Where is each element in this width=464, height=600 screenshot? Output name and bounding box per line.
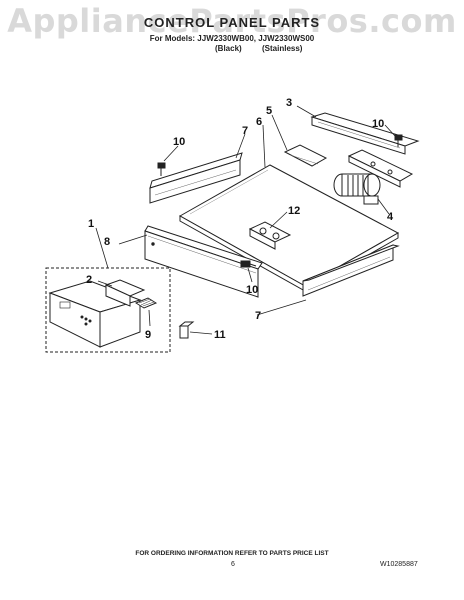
callout-6: 6 bbox=[256, 116, 262, 128]
part-mounting-bracket bbox=[283, 112, 420, 167]
part-fan-bracket bbox=[347, 149, 414, 188]
variant-black-label: (Black) bbox=[215, 44, 242, 53]
part-front-trim bbox=[144, 225, 263, 298]
callout-10-front: 10 bbox=[246, 284, 258, 296]
part-side-rail-left bbox=[149, 152, 243, 204]
watermark-logo: AppliancePartsPros.com bbox=[7, 2, 457, 40]
callout-10-right: 10 bbox=[372, 118, 384, 130]
model-list: For Models: JJW2330WB00, JJW2330WS00 bbox=[149, 34, 315, 43]
part-screw-left bbox=[157, 162, 166, 176]
callout-9: 9 bbox=[145, 329, 151, 341]
part-side-rail-right bbox=[302, 244, 400, 297]
page-title: CONTROL PANEL PARTS bbox=[143, 15, 321, 30]
part-control-panel-overlay bbox=[48, 280, 142, 348]
callout-8: 8 bbox=[104, 236, 110, 248]
variant-stainless-label: (Stainless) bbox=[262, 44, 303, 53]
part-blower-assembly bbox=[333, 173, 381, 205]
callout-12: 12 bbox=[288, 205, 300, 217]
ordering-info-note: FOR ORDERING INFORMATION REFER TO PARTS … bbox=[135, 550, 329, 557]
leader-lines bbox=[95, 105, 396, 335]
callout-7-upper: 7 bbox=[242, 125, 248, 137]
callout-11: 11 bbox=[214, 329, 226, 341]
callout-1: 1 bbox=[88, 218, 94, 230]
part-display-board bbox=[104, 279, 146, 307]
callout-10-left: 10 bbox=[173, 136, 185, 148]
document-number: W10285887 bbox=[380, 561, 418, 568]
part-clip bbox=[178, 321, 195, 339]
callout-3: 3 bbox=[286, 97, 292, 109]
part-terminal-block bbox=[248, 221, 292, 250]
callout-2: 2 bbox=[86, 274, 92, 286]
part-screw-right bbox=[394, 134, 403, 147]
part-screw-front bbox=[240, 260, 257, 268]
callout-4: 4 bbox=[387, 211, 394, 223]
part-vent-grille bbox=[134, 297, 158, 309]
page-number: 6 bbox=[231, 561, 235, 568]
callout-7-lower: 7 bbox=[255, 310, 261, 322]
callout-5: 5 bbox=[266, 105, 272, 117]
